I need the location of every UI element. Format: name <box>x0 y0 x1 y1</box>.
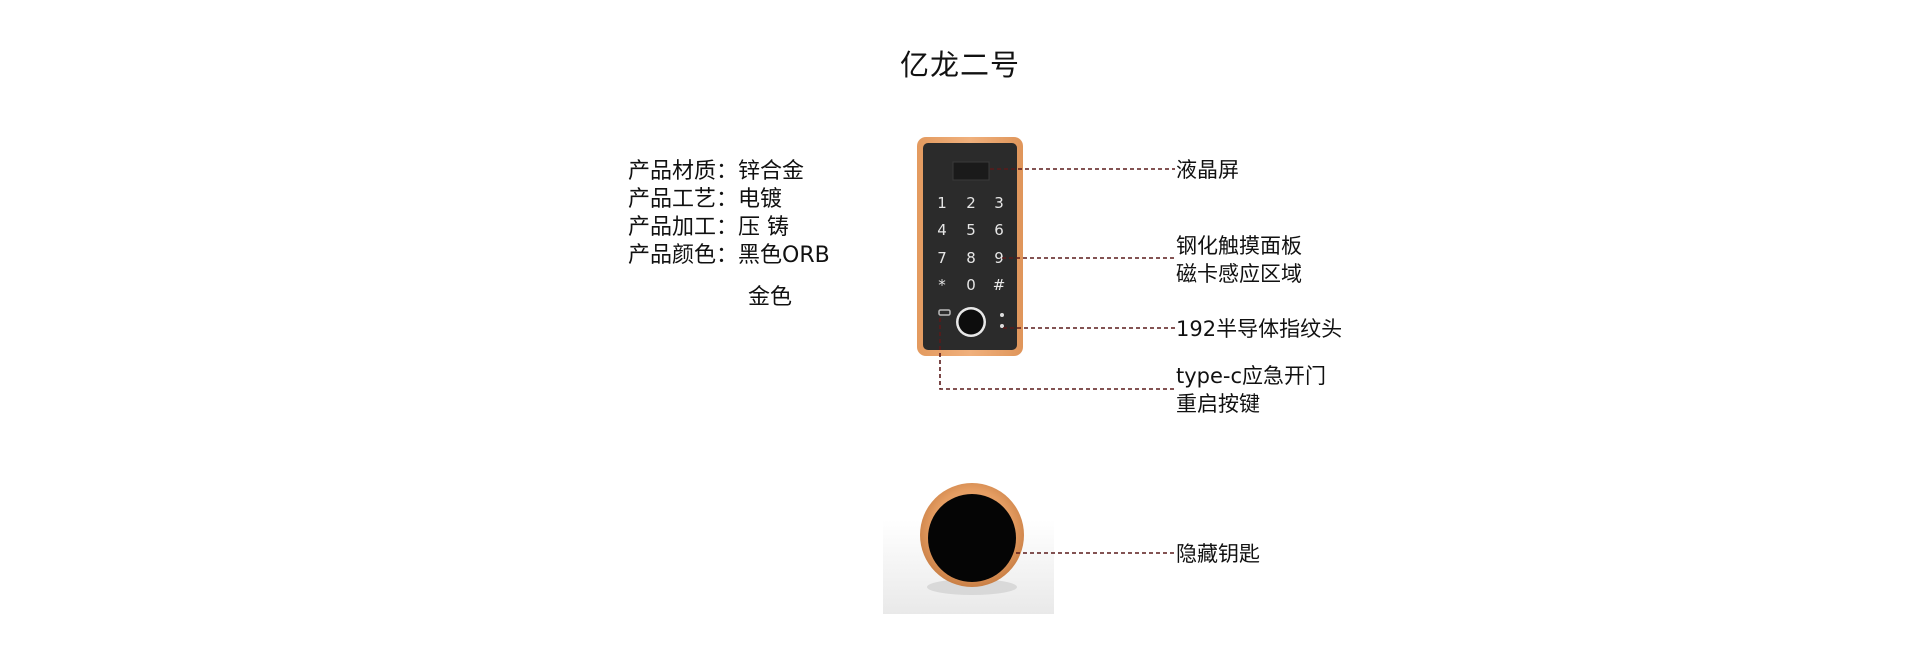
spec-value: 黑色ORB <box>738 243 830 268</box>
keypad-key[interactable]: 3 <box>994 194 1004 212</box>
callout-line: 钢化触摸面板 <box>1176 234 1302 258</box>
callout-line: type-c应急开门 <box>1176 364 1327 388</box>
keypad-key[interactable]: 4 <box>937 221 947 239</box>
callout-lcd: 液晶屏 <box>1176 156 1239 184</box>
spec-value: 锌合金 <box>738 159 805 184</box>
page-title: 亿龙二号 <box>899 48 1020 82</box>
keypad-key[interactable]: 6 <box>994 221 1004 239</box>
callout-line: 192半导体指纹头 <box>1176 317 1343 341</box>
key-cylinder-icon <box>928 494 1016 582</box>
spec-list: 产品材质：锌合金 产品工艺：电镀 产品加工：压 铸 产品颜色：黑色ORB 金色 <box>628 158 830 312</box>
spec-process: 产品工艺：电镀 <box>628 186 830 214</box>
lcd-screen-icon <box>952 161 990 181</box>
spec-material: 产品材质：锌合金 <box>628 158 830 186</box>
callout-fingerprint: 192半导体指纹头 <box>1176 315 1342 343</box>
spec-value: 压 铸 <box>738 215 790 240</box>
callout-panel: 钢化触摸面板 磁卡感应区域 <box>1176 232 1302 288</box>
keypad-key[interactable]: 5 <box>966 221 976 239</box>
leader-lines <box>939 168 1175 554</box>
spec-color-extra: 金色 <box>748 285 793 310</box>
keypad-key[interactable]: 9 <box>994 249 1004 267</box>
keypad-key[interactable]: # <box>993 276 1006 294</box>
keypad-key[interactable]: 0 <box>966 276 976 294</box>
callout-line: 磁卡感应区域 <box>1176 262 1302 286</box>
keypad-key[interactable]: 2 <box>966 194 976 212</box>
spec-value: 电镀 <box>738 187 783 212</box>
spec-label: 产品颜色： <box>628 243 739 268</box>
indicator-dot-icon <box>1000 313 1004 317</box>
callout-line: 隐藏钥匙 <box>1176 542 1260 566</box>
key-cylinder <box>883 483 1054 614</box>
keypad-key[interactable]: * <box>938 276 946 294</box>
keypad-key[interactable]: 8 <box>966 249 976 267</box>
leader-typec <box>939 318 1175 390</box>
spec-label: 产品加工： <box>628 215 739 240</box>
spec-label: 产品材质： <box>628 159 739 184</box>
spec-label: 产品工艺： <box>628 187 739 212</box>
keypad-key[interactable]: 1 <box>937 194 947 212</box>
spec-machining: 产品加工：压 铸 <box>628 214 830 242</box>
fingerprint-sensor-icon <box>958 309 984 335</box>
keypad-key[interactable]: 7 <box>937 249 947 267</box>
type-c-port-icon <box>938 309 951 316</box>
callout-key: 隐藏钥匙 <box>1176 540 1260 568</box>
callout-typec: type-c应急开门 重启按键 <box>1176 362 1326 418</box>
callout-line: 重启按键 <box>1176 392 1260 416</box>
spec-color: 产品颜色：黑色ORB <box>628 242 830 270</box>
lock-panel <box>923 143 1017 350</box>
callout-line: 液晶屏 <box>1176 158 1239 182</box>
indicator-dot-icon <box>1000 324 1004 328</box>
